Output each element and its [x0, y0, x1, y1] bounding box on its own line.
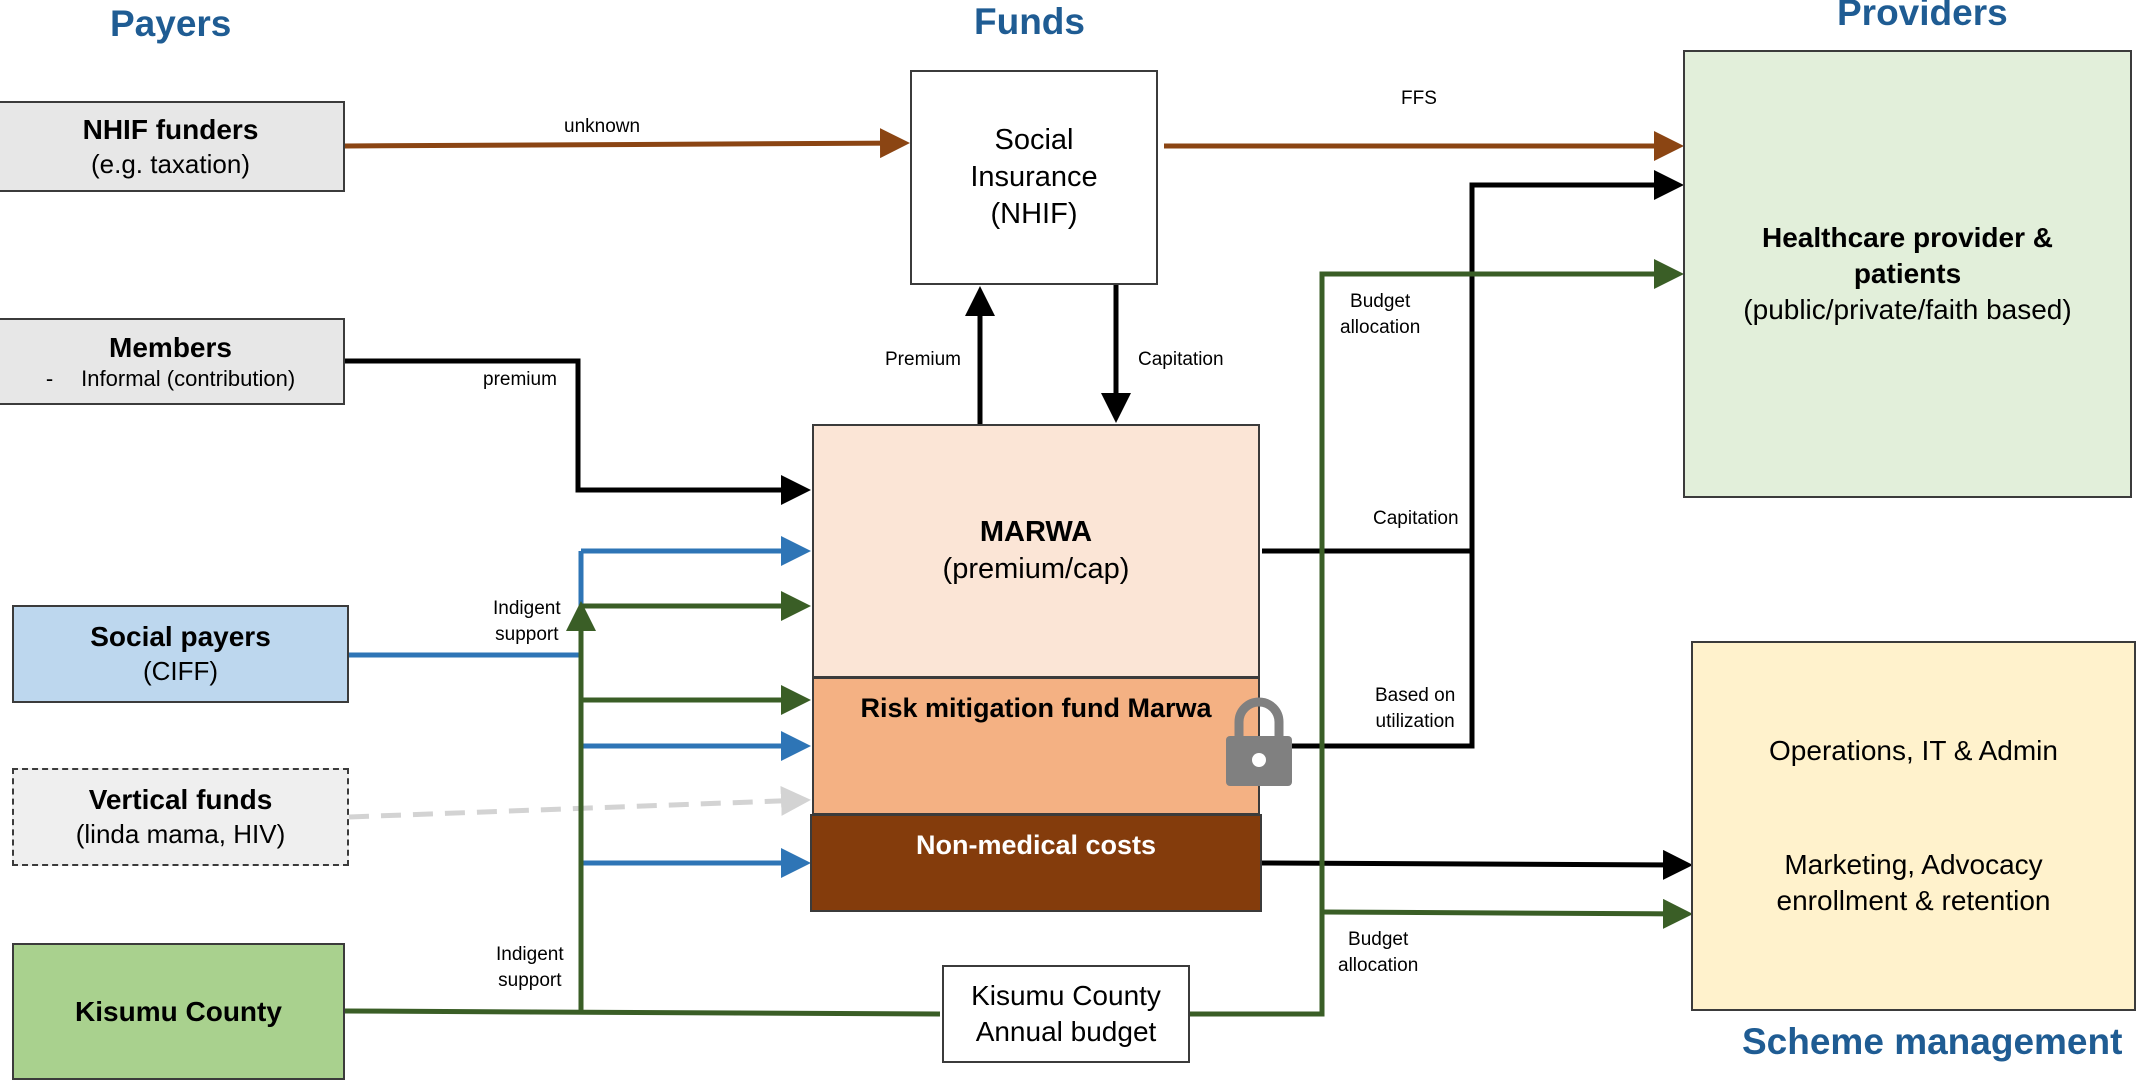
flow-nhif-funders-to-nhif [344, 128, 910, 159]
social-payers-sub: (CIFF) [142, 656, 219, 687]
healthcare-provider-line2: patients [1853, 258, 1962, 290]
marwa-box: MARWA (premium/cap) [812, 424, 1260, 678]
label-based-on-utilization: Based on utilization [1375, 683, 1455, 734]
kisumu-county-box: Kisumu County [12, 943, 345, 1080]
social-insurance-line3: (NHIF) [990, 198, 1078, 231]
label-based-on-utilization-line2: utilization [1375, 710, 1455, 732]
flow-county-trunk [344, 606, 941, 1017]
scheme-management-box: Operations, IT & Admin Marketing, Advoca… [1691, 641, 2136, 1011]
marwa-sub: (premium/cap) [942, 553, 1130, 585]
kisumu-county-title: Kisumu County [75, 995, 282, 1027]
label-based-on-utilization-line1: Based on [1375, 685, 1456, 706]
label-budget-allocation-bottom: Budget allocation [1338, 927, 1418, 978]
flow-vertical-funds [348, 785, 811, 820]
providers-header: Providers [1837, 0, 2008, 33]
label-budget-allocation-top-line1: Budget [1350, 291, 1411, 312]
operations-it-admin: Operations, IT & Admin [1769, 735, 2058, 767]
non-medical-costs-box: Non-medical costs [810, 814, 1262, 912]
label-indigent-support-county-line1: Indigent [496, 944, 564, 965]
label-budget-allocation-bottom-line1: Budget [1348, 929, 1409, 950]
label-budget-allocation-top: Budget allocation [1340, 289, 1420, 340]
funds-header: Funds [974, 1, 1085, 42]
flow-budget-allocation [1190, 259, 1684, 1017]
social-insurance-box: Social Insurance (NHIF) [910, 70, 1158, 285]
social-insurance-line2: Insurance [970, 160, 1098, 193]
non-medical-costs-title: Non-medical costs [915, 830, 1157, 860]
marwa-title: MARWA [979, 515, 1093, 548]
healthcare-provider-line3: (public/private/faith based) [1743, 293, 2072, 325]
flow-members-premium [345, 358, 811, 505]
label-capitation-marwa: Capitation [1373, 508, 1459, 529]
flow-budget-to-scheme [1321, 898, 1693, 929]
county-budget-line1: Kisumu County [971, 980, 1161, 1012]
label-budget-allocation-top-line2: allocation [1340, 316, 1421, 338]
nhif-funders-title: NHIF funders [82, 113, 259, 145]
payers-header: Payers [110, 3, 232, 44]
risk-mitigation-title: Risk mitigation fund Marwa [860, 693, 1212, 723]
vertical-funds-title: Vertical funds [88, 784, 273, 816]
label-indigent-support-county: Indigent support [496, 942, 564, 993]
healthcare-provider-line1: Healthcare provider & [1762, 222, 2053, 254]
nhif-funders-box: NHIF funders (e.g. taxation) [0, 101, 345, 192]
label-indigent-support-social-line2: support [495, 623, 559, 645]
risk-mitigation-box: Risk mitigation fund Marwa [812, 677, 1260, 815]
members-subline: - Informal (contribution) [46, 365, 295, 393]
label-indigent-support-social: Indigent support [493, 596, 561, 647]
label-ffs: FFS [1401, 88, 1437, 109]
vertical-funds-sub: (linda mama, HIV) [75, 819, 286, 850]
flow-risk-utilization [1292, 551, 1475, 749]
label-capitation-nhif: Capitation [1138, 349, 1224, 370]
healthcare-provider-box: Healthcare provider & patients (public/p… [1683, 50, 2132, 498]
members-sub: Informal (contribution) [81, 366, 296, 392]
members-bullet: - [45, 366, 54, 392]
social-insurance-line1: Social [994, 123, 1074, 156]
label-indigent-support-social-line1: Indigent [493, 598, 561, 619]
label-premium-members: premium [483, 369, 557, 390]
county-budget-box: Kisumu County Annual budget [942, 965, 1190, 1063]
lock-icon [1226, 697, 1292, 786]
county-budget-line2: Annual budget [975, 1016, 1157, 1047]
label-premium-marwa: Premium [885, 349, 962, 370]
label-budget-allocation-bottom-line2: allocation [1338, 954, 1419, 976]
social-payers-box: Social payers (CIFF) [12, 605, 349, 703]
nhif-funders-sub: (e.g. taxation) [91, 148, 250, 179]
marketing-line1: Marketing, Advocacy [1784, 849, 2043, 881]
flow-marwa-capitation-to-providers [1262, 170, 1684, 554]
label-indigent-support-county-line2: support [498, 969, 562, 991]
members-box: Members - Informal (contribution) [0, 318, 345, 405]
label-unknown: unknown [564, 116, 641, 137]
marketing-line2: enrollment & retention [1776, 884, 2051, 916]
flow-nonmedical-to-scheme [1261, 849, 1693, 880]
social-payers-title: Social payers [90, 621, 271, 653]
vertical-funds-box: Vertical funds (linda mama, HIV) [12, 768, 349, 866]
scheme-management-header: Scheme management [1742, 1021, 2123, 1062]
members-title: Members [109, 331, 232, 363]
